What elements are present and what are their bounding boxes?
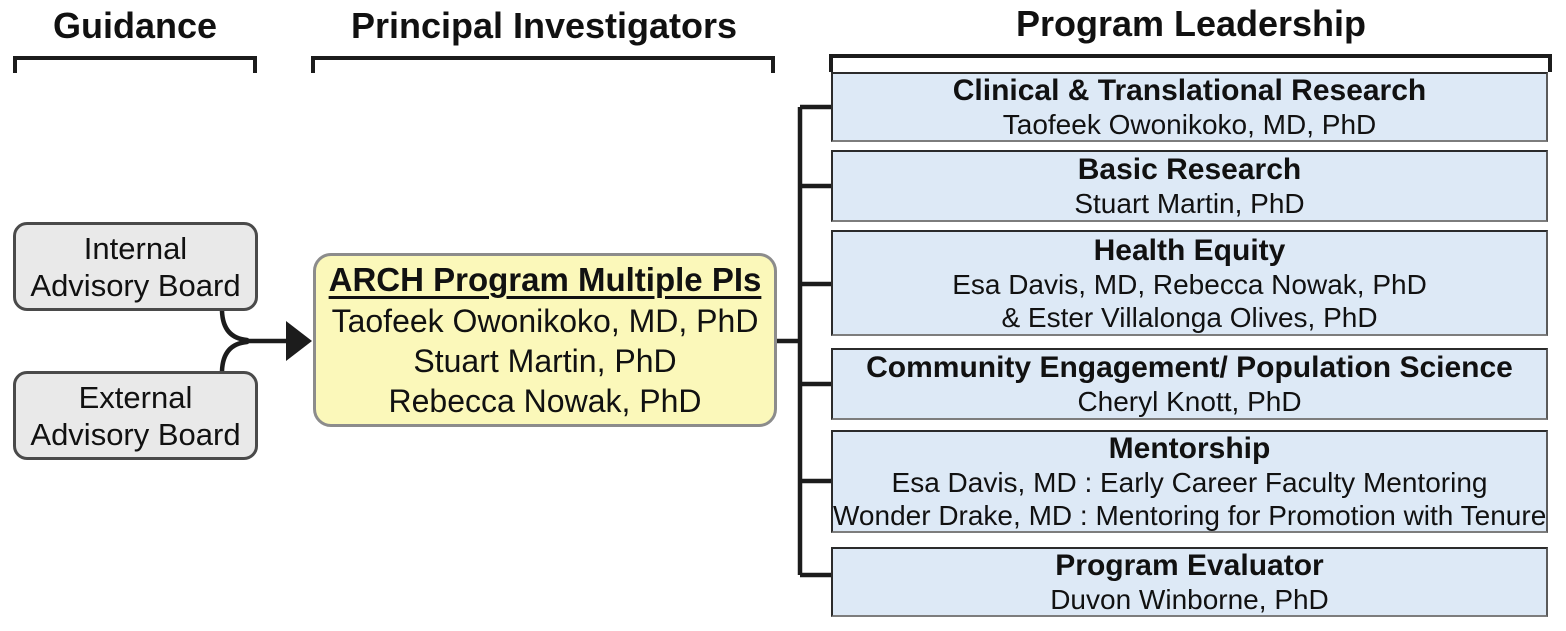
principal-investigators-bracket (311, 56, 775, 73)
program-leadership-title: Program Leadership (1015, 3, 1367, 44)
leadership-box-program-evaluator: Program Evaluator Duvon Winborne, PhD (831, 547, 1548, 617)
leadership-box-community-engagement: Community Engagement/ Population Science… (831, 348, 1548, 420)
leadership-box-health-equity: Health Equity Esa Davis, MD, Rebecca Now… (831, 230, 1548, 336)
leadership-box-person: Esa Davis, MD, Rebecca Nowak, PhD (952, 268, 1427, 300)
internal-advisory-board-box: Internal Advisory Board (13, 222, 258, 311)
internal-advisory-board-line2: Advisory Board (30, 267, 241, 303)
leadership-box-person: Cheryl Knott, PhD (1077, 386, 1302, 417)
leadership-box-title: Basic Research (1077, 153, 1302, 186)
arch-program-pis-box: ARCH Program Multiple PIs Taofeek Owonik… (313, 253, 777, 427)
arrow-right-icon (286, 321, 312, 361)
internal-board-connector (219, 308, 250, 343)
leadership-box-basic-research: Basic Research Stuart Martin, PhD (831, 150, 1548, 222)
leadership-box-mentorship: Mentorship Esa Davis, MD : Early Career … (831, 430, 1548, 533)
leadership-box-person: Taofeek Owonikoko, MD, PhD (1002, 109, 1377, 140)
leadership-tree-connector (777, 104, 831, 578)
pi-member-2: Stuart Martin, PhD (413, 343, 677, 379)
leadership-box-title: Clinical & Translational Research (952, 74, 1427, 107)
pi-member-3: Rebecca Nowak, PhD (388, 383, 702, 419)
external-board-connector (219, 339, 250, 374)
external-advisory-board-line2: Advisory Board (30, 416, 241, 452)
leadership-box-title: Community Engagement/ Population Science (866, 351, 1513, 384)
arch-program-pis-heading: ARCH Program Multiple PIs (328, 261, 762, 298)
pi-member-1: Taofeek Owonikoko, MD, PhD (331, 303, 759, 339)
guidance-title: Guidance (52, 5, 218, 46)
leadership-box-person: Stuart Martin, PhD (1074, 188, 1305, 219)
leadership-box-title: Health Equity (1093, 233, 1286, 267)
external-advisory-board-line1: External (78, 379, 193, 415)
guidance-bracket (13, 56, 257, 73)
external-advisory-board-box: External Advisory Board (13, 371, 258, 460)
leadership-box-title: Program Evaluator (1055, 549, 1324, 582)
principal-investigators-title: Principal Investigators (350, 5, 738, 46)
leadership-box-title: Mentorship (1108, 432, 1271, 465)
internal-advisory-board-line1: Internal (83, 230, 188, 266)
leadership-box-clinical-translational-research: Clinical & Translational Research Taofee… (831, 72, 1548, 142)
leadership-box-person: Wonder Drake, MD : Mentoring for Promoti… (833, 500, 1547, 531)
leadership-box-person: Esa Davis, MD : Early Career Faculty Men… (891, 467, 1488, 498)
leadership-box-person: & Ester Villalonga Olives, PhD (1001, 301, 1378, 333)
program-leadership-bracket (829, 54, 1552, 72)
leadership-box-person: Duvon Winborne, PhD (1050, 584, 1329, 615)
